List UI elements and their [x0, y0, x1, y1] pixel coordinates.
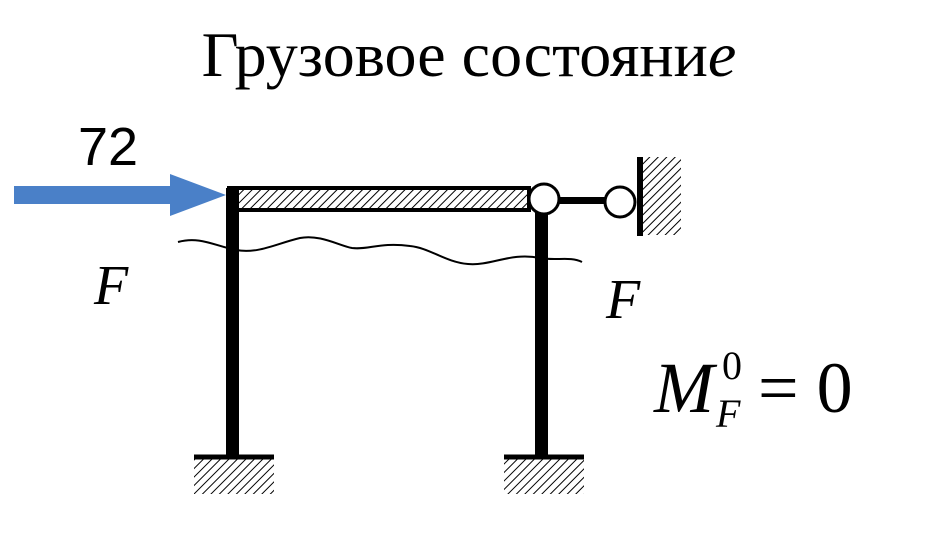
section-label-right: F: [606, 269, 641, 331]
force-value-label: 72: [78, 117, 139, 177]
moment-subscript: F: [715, 391, 741, 436]
right-column: [535, 210, 548, 456]
beam: [227, 186, 531, 212]
moment-symbol: M: [654, 348, 714, 428]
title-main: Грузовое состояни: [201, 19, 708, 90]
title-last-letter: е: [707, 19, 737, 90]
section-label-left: F: [94, 255, 129, 317]
wall-support: [637, 157, 681, 236]
moment-superscript: 0: [721, 343, 742, 388]
load-arrow: [14, 174, 226, 216]
right-fixed-support: [504, 454, 584, 494]
left-column: [226, 188, 239, 456]
support-hinge: [603, 185, 637, 219]
moment-equals: = 0: [757, 348, 853, 428]
hinge-joint: [527, 182, 561, 216]
section-cut-line: [177, 236, 583, 266]
link-rod: [559, 197, 606, 204]
left-fixed-support: [194, 454, 274, 494]
diagram-title: Грузовое состояние: [0, 18, 938, 92]
